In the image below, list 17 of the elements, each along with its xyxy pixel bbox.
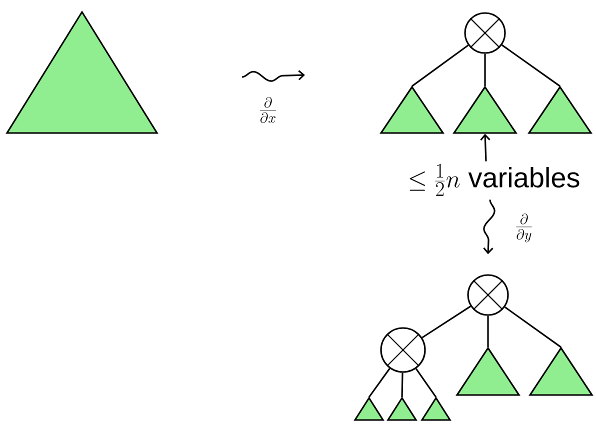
tree-edge (422, 306, 471, 338)
tree-edge (368, 368, 390, 398)
product-gate-circle (464, 12, 506, 54)
tree-edge (401, 372, 404, 398)
tree-edge (487, 316, 489, 348)
arrow (480, 134, 490, 162)
squiggle-arrow (483, 200, 496, 254)
derivative-label: $\frac{\partial}{\partial x}$ (260, 97, 276, 123)
tree-edge (415, 368, 437, 398)
tree-edge (502, 44, 560, 87)
tree-edge (504, 306, 562, 348)
tree-edge (484, 54, 486, 86)
variable-count-label: $\leq \frac{1}{2}n$ variables (410, 164, 580, 196)
edge-label: $\frac{\partial}{\partial y}$ (516, 214, 532, 242)
product-gate-circle (380, 327, 426, 373)
tree-edge (412, 44, 469, 87)
product-gate-circle (467, 274, 509, 316)
